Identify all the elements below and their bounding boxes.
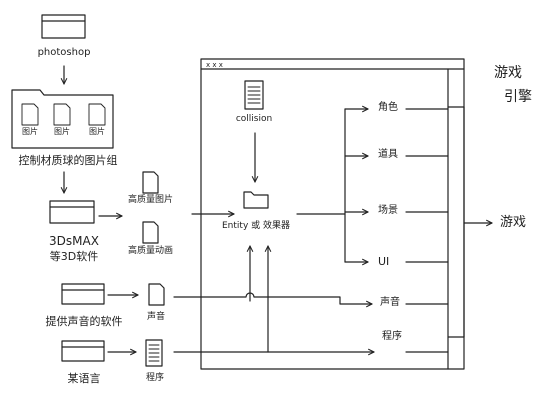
sound-software-window-icon [61,283,105,305]
output-ui-label: UI [378,255,390,268]
engine-label-line1: 游戏 [494,65,522,81]
sound-file-icon [148,283,165,306]
program-file-label: 程序 [145,373,165,383]
game-label: 游戏 [500,215,527,230]
output-role-label: 角色 [378,102,398,113]
image-label-2: 图片 [54,127,70,136]
svg-text:x x x: x x x [206,61,223,69]
photoshop-label: photoshop [37,47,91,58]
image-label-1: 图片 [22,127,38,136]
entity-folder-icon [243,191,269,209]
texture-group-label: 控制材质球的图片组 [18,154,118,167]
sound-file-label: 声音 [146,312,166,322]
image-folder-icon [11,89,114,149]
max-window-icon [49,200,95,224]
output-sound-label: 声音 [380,297,400,308]
collision-document-icon [244,80,264,110]
sound-software-label: 提供声音的软件 [45,315,123,328]
language-label: 某语言 [67,372,101,385]
photoshop-window-icon [41,14,86,39]
language-window-icon [61,340,105,362]
program-document-icon [145,339,163,367]
game-bracket [447,106,492,338]
entity-branch-lines [296,109,368,262]
output-to-engine-lines [405,108,449,353]
engine-label-line2: 引擎 [504,89,532,105]
output-prop-label: 道具 [378,149,398,160]
output-scene-label: 场景 [378,205,398,216]
line-sound-to-output [173,292,372,304]
hq-anim-label: 高质量动画 [128,246,174,256]
hq-image-label: 高质量图片 [128,195,174,205]
collision-label: collision [235,114,273,124]
hq-anim-file-icon [142,221,159,244]
hq-image-file-icon [142,171,159,194]
entity-label: Entity 或 效果器 [222,221,290,231]
image-label-3: 图片 [89,127,105,136]
max-label-line2: 等3D软件 [49,250,99,263]
max-label-line1: 3DsMAX [49,234,99,248]
output-program-label: 程序 [382,331,402,342]
